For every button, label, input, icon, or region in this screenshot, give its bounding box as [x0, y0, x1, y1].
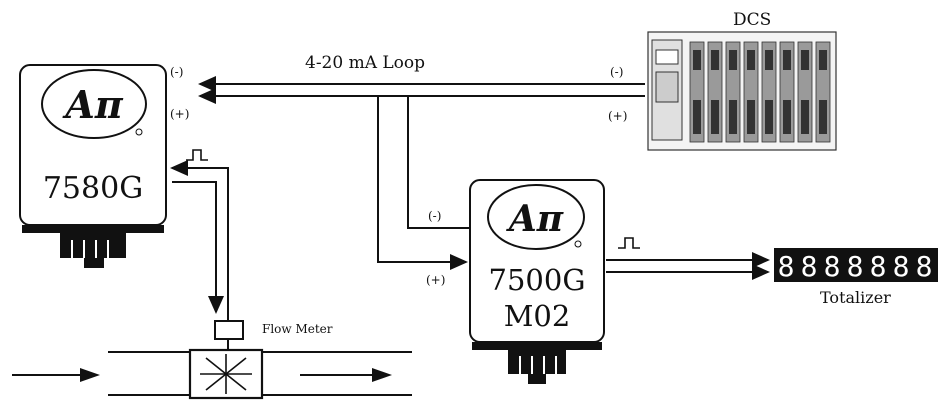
totalizer-digit: 8 [870, 250, 887, 283]
unit-7500g-logo: Aπ [506, 198, 564, 240]
totalizer-digit: 8 [893, 250, 910, 283]
pipe [108, 351, 412, 396]
totalizer-label: Totalizer [820, 288, 891, 307]
dcs-pos-label: (+) [608, 109, 627, 123]
unit-7500g-pos-label: (+) [426, 273, 445, 287]
unit-7580g-pos-label: (+) [170, 107, 189, 121]
loop-label: 4-20 mA Loop [305, 53, 425, 73]
unit-7580g: Aπ 7580G [19, 64, 167, 268]
totalizer-digit: 8 [847, 250, 864, 283]
totalizer-digit: 8 [778, 250, 795, 283]
unit-7500g-model-line1: 7500G [489, 263, 586, 297]
loop-wires [198, 76, 645, 270]
dcs-rack [647, 31, 837, 151]
pulse-icon-7580g [186, 149, 208, 161]
flow-arrows [12, 368, 392, 382]
unit-7500g-model-line2: M02 [504, 299, 571, 333]
unit-7500g: Aπ 7500G M02 [469, 179, 605, 384]
flow-meter [188, 320, 264, 400]
totalizer-digit: 8 [916, 250, 933, 283]
dcs-neg-label: (-) [610, 65, 623, 79]
flow-meter-label: Flow Meter [262, 322, 333, 336]
pulse-wires [170, 160, 229, 322]
dcs-label: DCS [733, 10, 771, 30]
unit-7580g-neg-label: (-) [170, 65, 183, 79]
pulse-icon-7500g [618, 237, 640, 249]
totalizer-digit: 8 [801, 250, 818, 283]
unit-7580g-logo: Aπ [62, 82, 123, 127]
unit-7580g-model: 7580G [43, 171, 143, 206]
totalizer-digit: 8 [824, 250, 841, 283]
totalizer-wires [606, 252, 770, 280]
unit-7500g-neg-label: (-) [428, 209, 441, 223]
